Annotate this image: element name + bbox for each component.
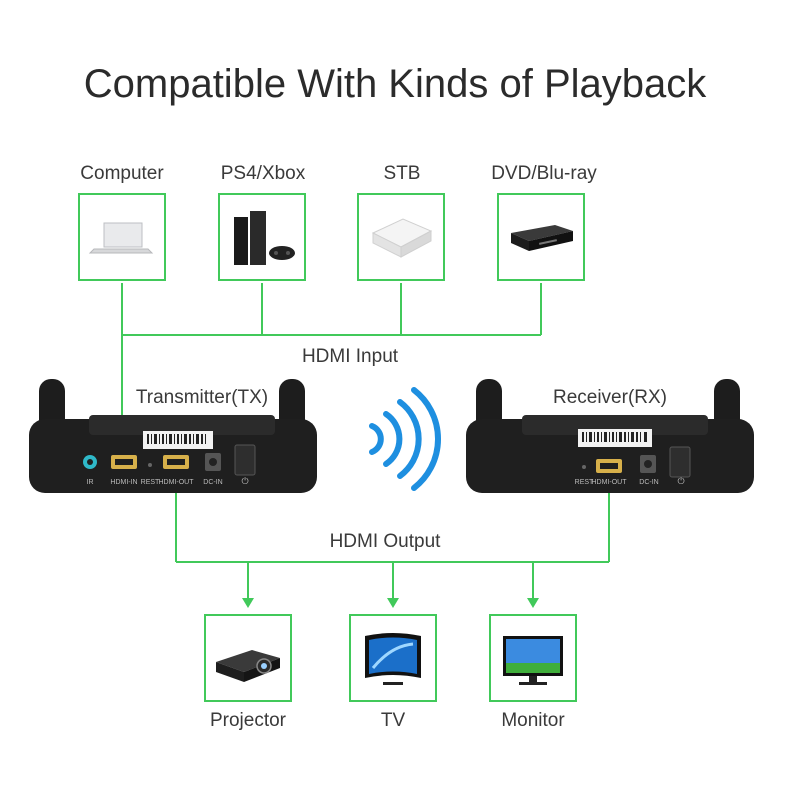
monitor-icon [491, 616, 575, 700]
transmitter-label: Transmitter(TX) [122, 387, 282, 409]
wireless-signal-icon [352, 382, 442, 492]
receiver-label: Receiver(RX) [530, 387, 690, 409]
display-box-monitor [489, 614, 577, 702]
display-label-monitor: Monitor [473, 710, 593, 732]
tx-power-icon: ⏻ [238, 476, 252, 487]
display-box-projector [204, 614, 292, 702]
laptop-icon [80, 195, 164, 279]
projector-icon [206, 616, 290, 700]
hdmi-output-label: HDMI Output [305, 531, 465, 553]
source-box-computer [78, 193, 166, 281]
dvd-player-icon [499, 195, 583, 279]
source-box-dvd [497, 193, 585, 281]
hdmi-input-label: HDMI Input [270, 346, 430, 368]
rx-port-dc-in: DC-IN [634, 479, 664, 486]
rx-port-hdmi-out: HDMI-OUT [589, 479, 629, 486]
display-label-tv: TV [333, 710, 453, 732]
game-console-icon [220, 195, 304, 279]
tv-icon [351, 616, 435, 700]
set-top-box-icon [359, 195, 443, 279]
tx-port-ir: IR [75, 479, 105, 486]
source-box-console [218, 193, 306, 281]
tx-port-dc-in: DC-IN [198, 479, 228, 486]
rx-power-icon: ⏻ [674, 476, 688, 487]
display-label-projector: Projector [188, 710, 308, 732]
source-box-stb [357, 193, 445, 281]
tx-port-hdmi-out: HDMI-OUT [156, 479, 196, 486]
display-box-tv [349, 614, 437, 702]
